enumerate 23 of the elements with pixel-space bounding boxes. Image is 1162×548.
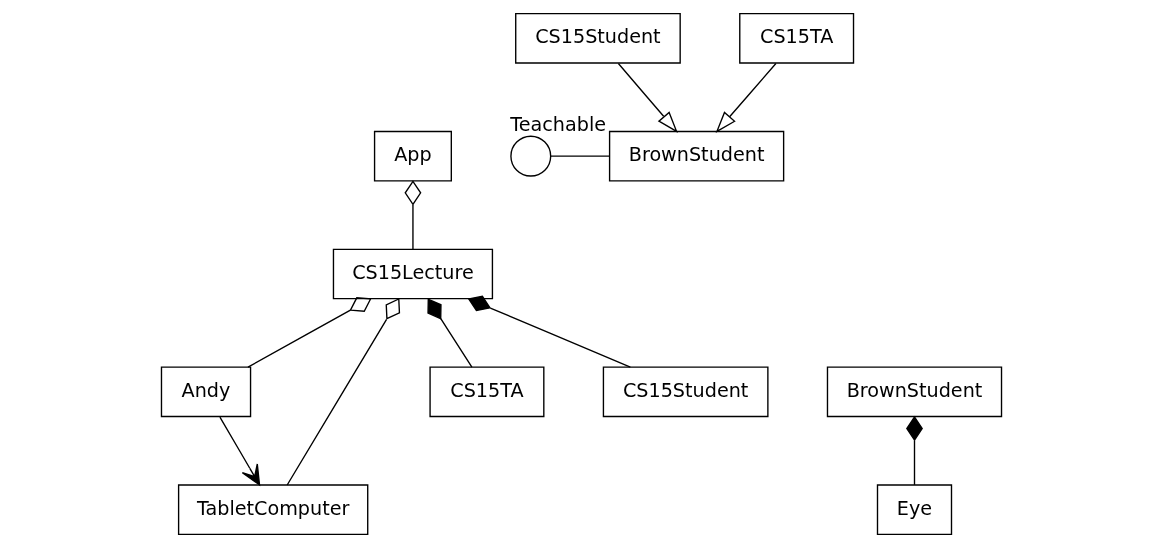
node-box: Eye [876,484,952,536]
node-box: CS15TA [428,366,544,418]
node-box: BrownStudent [608,130,784,182]
node-box: Andy [160,366,251,418]
arrow [218,416,260,486]
connector [286,297,400,486]
node-box: CS15TA [738,12,854,64]
node-box: BrownStudent [826,366,1002,418]
node-label: Teachable [509,113,606,137]
arrow [617,62,678,133]
connector [246,297,372,368]
connector [426,298,473,368]
connector [403,180,421,250]
connector [549,155,610,157]
connector [467,295,631,368]
node-circle [509,135,551,177]
connector [905,415,923,486]
arrow [715,62,777,133]
node-box: CS15Lecture [332,248,493,300]
node-box: App [373,130,452,182]
node-box: CS15Student [514,12,681,64]
node-box: CS15Student [602,366,769,418]
node-box: TabletComputer [177,484,368,536]
